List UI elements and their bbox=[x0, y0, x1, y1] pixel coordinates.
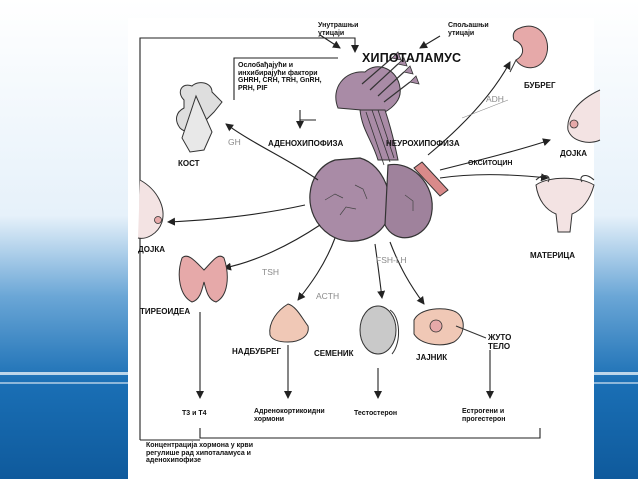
arrow-adh bbox=[427, 61, 511, 156]
label-uterus: МАТЕРИЦА bbox=[530, 251, 575, 260]
arrow-prl bbox=[167, 204, 306, 226]
adrenal-shape bbox=[269, 303, 309, 343]
factors-bracket bbox=[233, 57, 338, 100]
label-t3-t4: Т3 и Т4 bbox=[182, 410, 207, 417]
label-adh: ADH bbox=[486, 94, 504, 104]
hypothalamus-shape bbox=[335, 51, 420, 113]
corpus-luteum-pointer bbox=[455, 325, 487, 339]
factors-loop bbox=[299, 119, 316, 128]
label-kidney: БУБРЕГ bbox=[524, 81, 556, 90]
label-breast-left: ДОЈКА bbox=[138, 245, 166, 254]
label-hypothalamus: ХИПОТАЛАМУС bbox=[362, 51, 462, 65]
label-estrogens-progesterone: Естрогени и прогестерон bbox=[462, 408, 506, 423]
label-thyroid: ТИРЕОИДЕА bbox=[140, 307, 191, 316]
label-bone: КОСТ bbox=[178, 159, 200, 168]
label-neurohypophysis: НЕУРОХИПОФИЗА bbox=[386, 139, 460, 148]
arrow-external bbox=[419, 35, 441, 49]
breast-left-shape bbox=[137, 179, 164, 239]
label-adenohypophysis: АДЕНОХИПОФИЗА bbox=[268, 139, 344, 148]
blood-vessel-shape bbox=[413, 161, 449, 197]
kidney-shape bbox=[509, 25, 548, 73]
label-breast-right: ДОЈКА bbox=[560, 149, 588, 158]
label-fsh-lh: FSH-LH bbox=[376, 255, 407, 265]
label-testosterone: Тестостерон bbox=[354, 410, 398, 417]
arrow-tsh bbox=[223, 224, 321, 271]
arrow-gh bbox=[225, 123, 319, 181]
label-ovary: ЈАЈНИК bbox=[416, 353, 448, 362]
label-corpus-luteum: ЖУТО ТЕЛО bbox=[488, 333, 512, 351]
label-acth: ACTH bbox=[316, 291, 340, 301]
label-external-influences: Спољашњи утицаји bbox=[448, 22, 489, 37]
label-internal-influences: Унутрашњи утицаји bbox=[318, 22, 359, 37]
breast-right-shape bbox=[567, 89, 601, 143]
label-corticoid-hormones: Адренокортикоидни хормони bbox=[254, 408, 325, 423]
arrow-fsh-lh-testis bbox=[374, 243, 386, 299]
arrow-oxytocin-breast bbox=[439, 138, 551, 171]
feedback-loop-line bbox=[139, 37, 541, 440]
arrow-fsh-lh-ovary bbox=[389, 241, 425, 305]
pituitary-gland bbox=[309, 157, 433, 242]
label-tsh: TSH bbox=[262, 267, 279, 277]
ovary-shape bbox=[413, 308, 464, 346]
label-gh: GH bbox=[228, 137, 241, 147]
arrow-oxytocin-uterus bbox=[439, 173, 549, 182]
arrow-internal bbox=[319, 34, 341, 49]
uterus-shape bbox=[535, 175, 595, 233]
label-feedback-note: Концентрација хормона у крви регулише ра… bbox=[146, 442, 254, 465]
testis-shape bbox=[359, 305, 399, 355]
pituitary-stalk bbox=[359, 109, 399, 166]
thyroid-shape bbox=[178, 255, 228, 303]
label-oxytocin: ОКСИТОЦИН bbox=[468, 160, 513, 167]
label-adrenal: НАДБУБРЕГ bbox=[232, 347, 282, 356]
bone-shape bbox=[176, 82, 223, 153]
arrow-acth bbox=[297, 237, 336, 301]
label-releasing-factors: Ослобађајући и инхибирајући фактори GHRH… bbox=[238, 62, 322, 93]
label-testis: СЕМЕНИК bbox=[314, 349, 354, 358]
